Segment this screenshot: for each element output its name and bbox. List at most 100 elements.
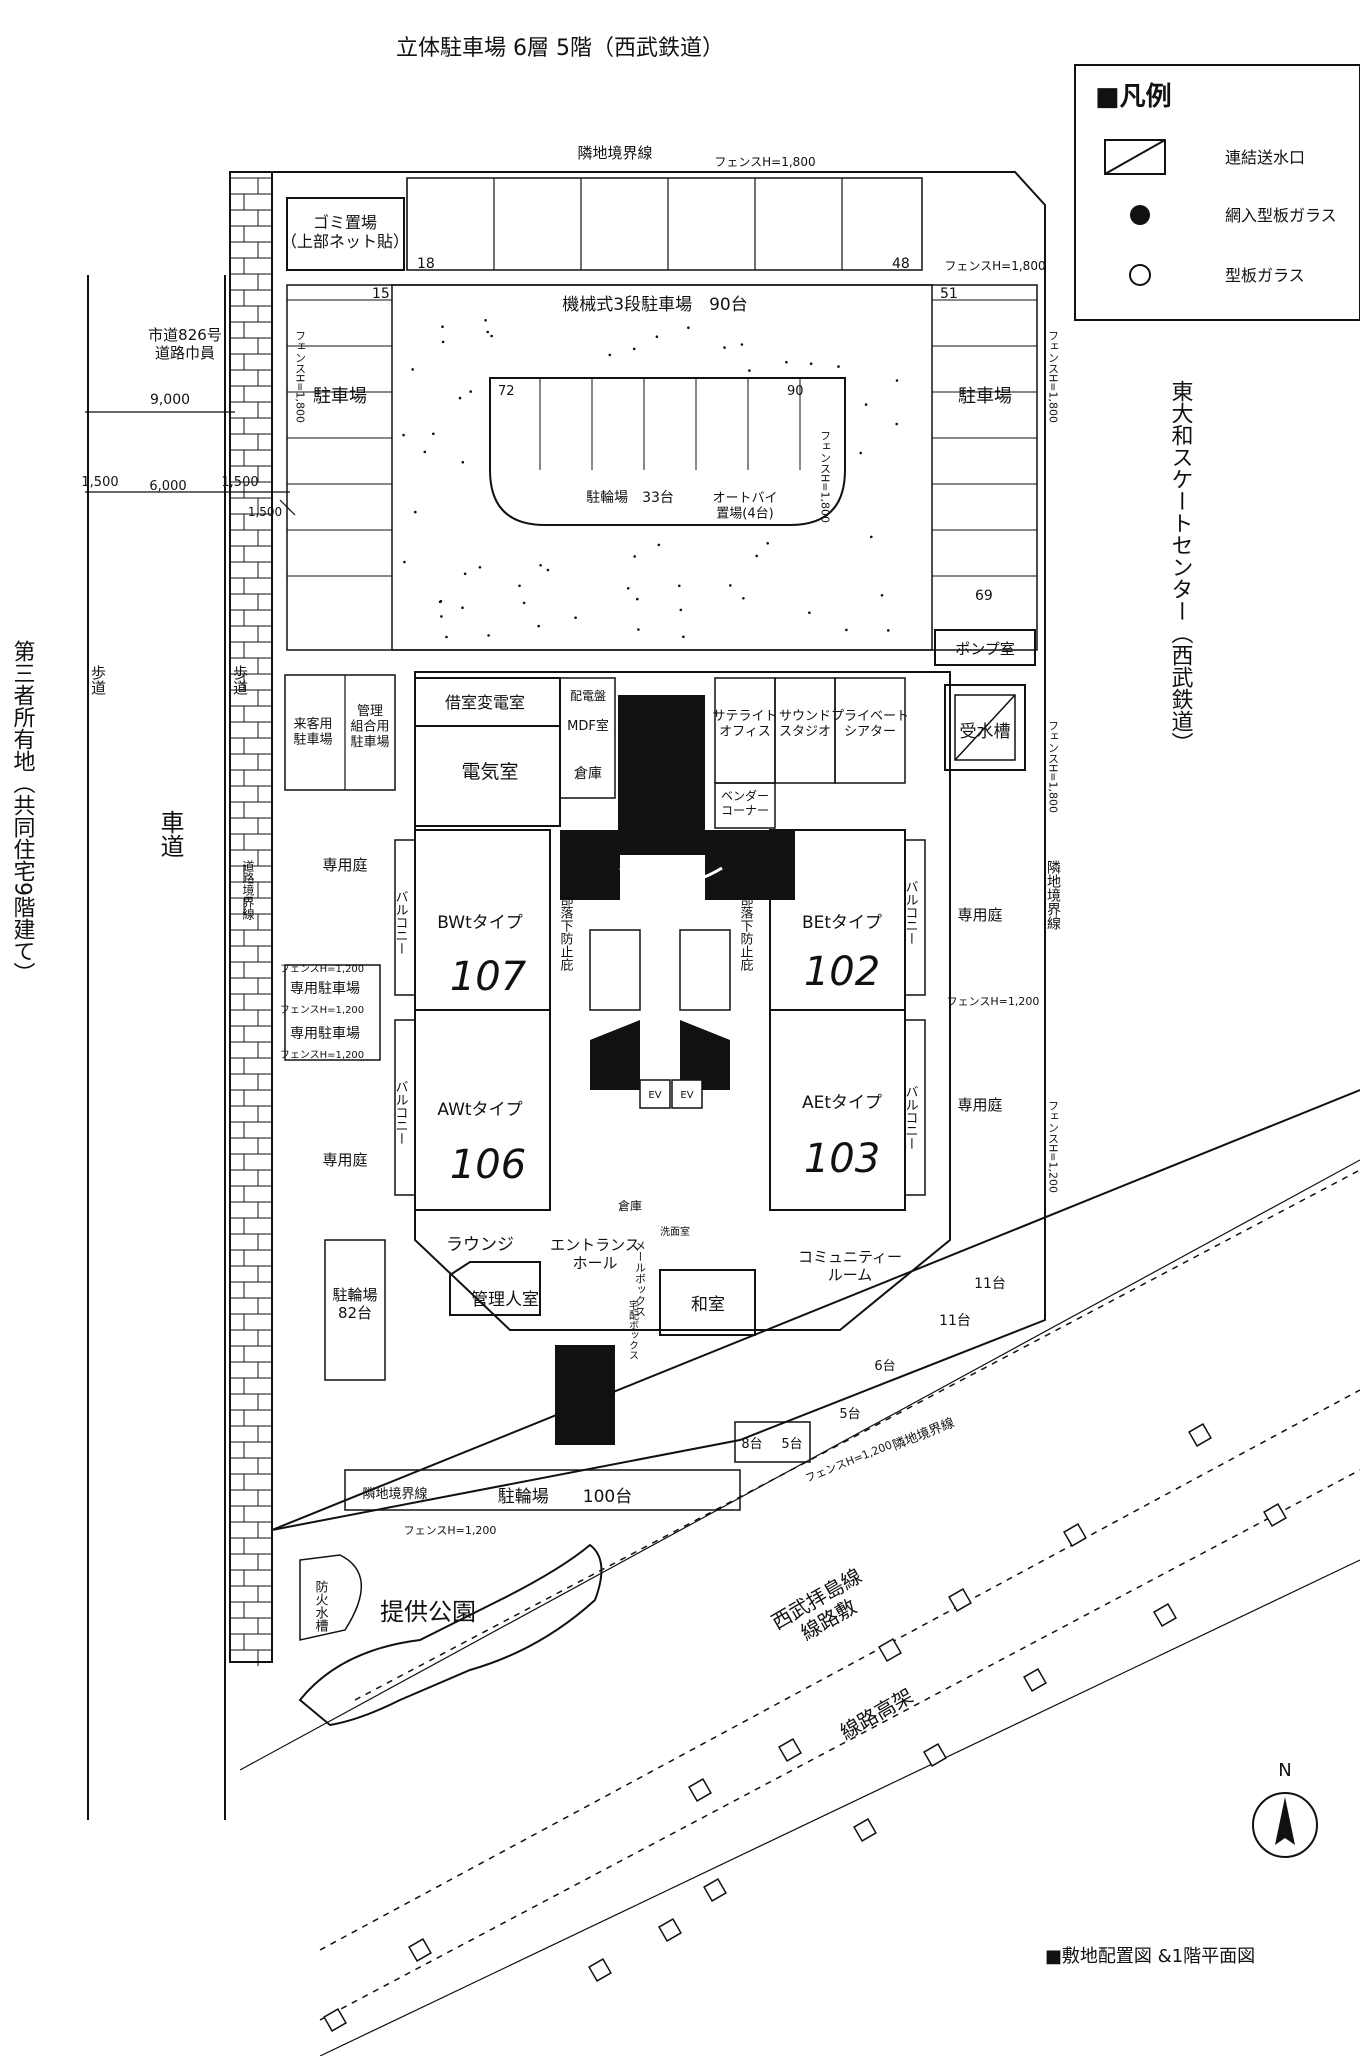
guest-parking-label: 来客用駐車場 xyxy=(293,716,332,748)
railway-line-label: 西武拝島線線路敷 xyxy=(767,1564,878,1656)
bike-5a: 5台 xyxy=(839,1407,860,1422)
road-dim-3: 6,000 xyxy=(149,479,186,494)
public-park: 防火水槽 提供公園 xyxy=(298,1543,603,1727)
fall-guard-left: 上部落下防止庇 xyxy=(558,880,574,972)
satellite-office-label: サテライトオフィス xyxy=(712,709,777,740)
ev-1-label: EV xyxy=(648,1090,661,1101)
footer-caption: ■敷地配置図 &1階平面図 xyxy=(1045,1946,1255,1967)
japanese-room-label: 和室 xyxy=(691,1295,725,1315)
storage-label: 倉庫 xyxy=(574,765,602,782)
legend-label-2: 網入型板ガラス xyxy=(1225,206,1337,225)
railway: 西武拝島線線路敷 線路高架 xyxy=(239,1089,1360,2056)
mailbox-label: メールボックス xyxy=(634,1240,647,1317)
north-arrow-icon: N xyxy=(1252,1760,1318,1858)
private-parking: 専用駐車場 専用駐車場 フェンスH=1,200 フェンスH=1,200 フェンス… xyxy=(241,860,1039,1381)
utility-block: ポンプ室 受水槽 フェンスH=1,800 隣地境界線 フェンスH=1,200 xyxy=(934,629,1061,1193)
unit-107-garden: 専用庭 xyxy=(322,856,367,874)
city-road-label: 市道826号道路巾員 xyxy=(148,326,222,362)
legend: ■凡例 連結送水口 網入型板ガラス 型板ガラス xyxy=(1074,64,1360,321)
stall-90: 90 xyxy=(787,384,804,399)
filled-circle-icon xyxy=(1130,205,1150,225)
theater-label: プライベートシアター xyxy=(831,709,909,740)
gomi-label: ゴミ置場（上部ネット貼） xyxy=(281,213,409,251)
site-boundary: 隣地境界線 フェンスH=1,800 フェンスH=1,800 xyxy=(271,144,1046,1531)
left-fence-a: フェンスH=1,200 xyxy=(280,964,364,975)
stall-69: 69 xyxy=(975,588,993,604)
mdf-room-label: MDF室 xyxy=(567,718,609,734)
unit-106-balcony: バルコニー xyxy=(393,1080,409,1145)
unit-106-number: 106 xyxy=(450,1142,526,1188)
mechanical-parking: 機械式3段駐車場 90台 15 51 69 駐車場 駐車場 72 90 駐輪場 … xyxy=(286,284,1060,651)
private-parking-label-1: 専用駐車場 xyxy=(290,980,360,997)
ev-2-label: EV xyxy=(680,1090,693,1101)
unit-106-garden: 専用庭 xyxy=(322,1151,367,1169)
bike-11a: 11台 xyxy=(974,1276,1006,1292)
bottom-right-parking: 11台 11台 6台 5台 8台 5台 xyxy=(734,1276,1006,1463)
unit-107-balcony: バルコニー xyxy=(393,890,409,955)
substation-label: 借室変電室 xyxy=(445,693,525,712)
moto-label: オートバイ置場(4台) xyxy=(712,491,777,522)
vending-corner-label: ベンダーコーナー xyxy=(721,788,769,817)
right-lot-label: 駐車場 xyxy=(958,386,1012,407)
parking-top-row: 18 48 ゴミ置場（上部ネット貼） xyxy=(281,177,923,272)
legend-label-1: 連結送水口 xyxy=(1225,148,1305,167)
bike-bottom-label: 駐輪場 100台 xyxy=(498,1487,632,1507)
pump-room-label: ポンプ室 xyxy=(955,640,1015,658)
railway-elevated-label: 線路高架 xyxy=(836,1684,917,1745)
tank-label: 受水槽 xyxy=(960,722,1011,742)
north-label: N xyxy=(1278,1760,1291,1781)
unit-103-garden: 専用庭 xyxy=(957,1096,1002,1114)
right-lower-fence-label: フェンスH=1,200 xyxy=(1047,1100,1060,1193)
top-caption: 立体駐車場 6層 5階（西武鉄道） xyxy=(396,36,724,61)
bike-11b: 11台 xyxy=(939,1313,971,1329)
park-label: 提供公園 xyxy=(380,1598,476,1626)
delivery-box-label: 宅配ボックス xyxy=(627,1299,639,1360)
panel-label: 配電盤 xyxy=(570,689,606,703)
top-fence-label: フェンスH=1,800 xyxy=(714,155,815,169)
right-mid-fence-label: フェンスH=1,800 xyxy=(1047,720,1060,813)
road-dim-5: 1,500 xyxy=(248,505,282,519)
bike-8: 8台 xyxy=(741,1437,762,1452)
unit-103-type: AEtタイプ xyxy=(802,1093,882,1113)
fire-tank-label: 防火水槽 xyxy=(313,1579,329,1633)
unit-103-number: 103 xyxy=(804,1136,880,1182)
right-boundary-label: 隣地境界線 xyxy=(1045,860,1061,930)
connection-port-icon xyxy=(1104,139,1166,175)
top-boundary-label: 隣地境界線 xyxy=(577,144,652,162)
unit-102-garden: 専用庭 xyxy=(957,906,1002,924)
left-gomi-fence-label: フェンスH=1,800 xyxy=(294,330,307,423)
unit-102-number: 102 xyxy=(804,949,880,995)
manager-room-label: 管理人室 xyxy=(471,1290,539,1310)
stall-18: 18 xyxy=(417,256,435,272)
unit-102-balcony: バルコニー xyxy=(903,880,919,945)
road-dim-1: 9,000 xyxy=(150,392,190,408)
legend-title: ■凡例 xyxy=(1095,82,1172,112)
warehouse-label: 倉庫 xyxy=(618,1198,642,1213)
right-upper-fence-label: フェンスH=1,800 xyxy=(1047,330,1060,423)
sidewalk-right-label: 歩道 xyxy=(231,665,249,695)
left-lot-label: 駐車場 xyxy=(313,386,367,407)
sidewalk-left-label: 歩道 xyxy=(89,665,107,695)
sound-studio-label: サウンドスタジオ xyxy=(779,709,831,740)
inner-bike-label: 駐輪場 33台 xyxy=(586,489,674,506)
bottom-bike-lot: 駐輪場 100台 隣地境界線 フェンスH=1,200 フェンスH=1,200 隣… xyxy=(344,1415,957,1537)
union-parking-label: 管理組合用駐車場 xyxy=(350,704,389,750)
open-circle-icon xyxy=(1129,264,1151,286)
east-neighbor-label: 東大和スケートセンター（西武鉄道） xyxy=(1168,380,1194,754)
stall-48: 48 xyxy=(892,256,910,272)
entrance-hall-label: エントランスホール xyxy=(550,1236,640,1272)
stall-72: 72 xyxy=(498,384,515,399)
road-dim-2: 1,500 xyxy=(81,475,118,490)
center-fence-label: フェンスH=1,800 xyxy=(819,430,832,523)
left-brick-strip xyxy=(229,171,273,1666)
unit-107-number: 107 xyxy=(450,954,527,1000)
bike-5b: 5台 xyxy=(781,1437,802,1452)
left-fence-b: フェンスH=1,200 xyxy=(280,1005,364,1016)
roadway-label: 車道 xyxy=(156,810,184,858)
guest-parking: 来客用駐車場 管理組合用駐車場 xyxy=(284,674,396,791)
mechanical-parking-label: 機械式3段駐車場 90台 xyxy=(562,295,747,315)
rail-boundary-label: 隣地境界線 xyxy=(890,1415,956,1454)
fall-guard-right: 上部落下防止庇 xyxy=(738,880,754,972)
